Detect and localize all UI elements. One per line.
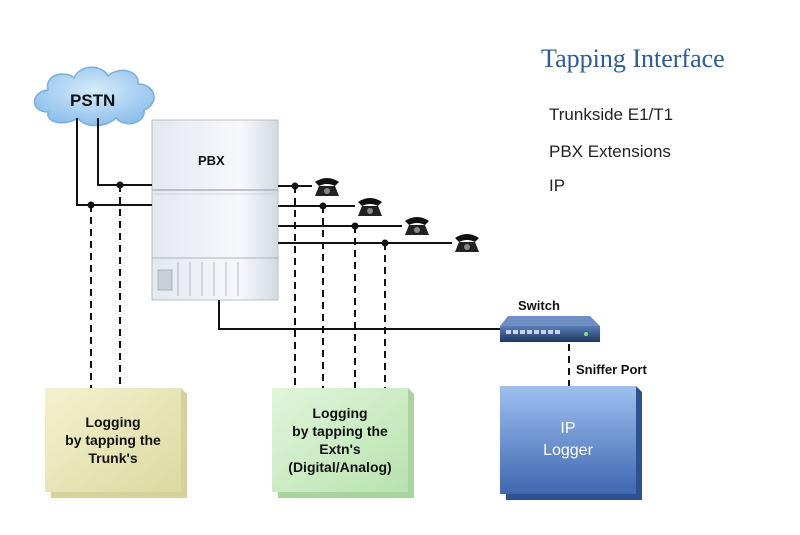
telephone-icon — [455, 234, 479, 252]
extn-logging-line: (Digital/Analog) — [288, 459, 392, 475]
pstn-cloud-icon — [33, 66, 155, 127]
page-title: Tapping Interface — [541, 44, 725, 73]
interface-item-pbx-extensions: PBX Extensions — [549, 142, 671, 161]
ip-logger-box: IP Logger — [500, 386, 636, 494]
trunk-logging-box: Logging by tapping the Trunk's — [45, 388, 181, 492]
trunk-lines — [76, 118, 152, 206]
extn-logging-box-shape — [272, 388, 414, 498]
pbx-switch-line — [218, 300, 500, 330]
ip-logger-box-shape — [500, 386, 642, 500]
trunk-logging-box-shape — [45, 388, 187, 498]
tapping-lines — [90, 185, 570, 388]
interface-item-trunkside: Trunkside E1/T1 — [549, 105, 674, 124]
telephone-icon — [315, 178, 339, 196]
interface-item-ip: IP — [549, 176, 566, 195]
telephone-icon — [358, 198, 382, 216]
extn-logging-box: Logging by tapping the Extn's (Digital/A… — [272, 388, 408, 492]
sniffer-port-label: Sniffer Port — [576, 362, 647, 377]
pbx-label: PBX — [198, 153, 225, 168]
network-switch-icon — [500, 316, 600, 342]
trunk-logging-line: Logging — [85, 414, 141, 430]
ip-logger-line: IP — [560, 420, 576, 437]
extn-logging-line: by tapping the — [292, 423, 388, 439]
telephone-icon — [405, 217, 429, 235]
trunk-logging-line: Trunk's — [88, 450, 138, 466]
extn-logging-line: Logging — [312, 405, 368, 421]
pbx-cabinet-icon — [151, 119, 279, 301]
pstn-label: PSTN — [70, 91, 116, 110]
ip-logger-line: Logger — [543, 442, 593, 459]
trunk-logging-line: by tapping the — [65, 432, 161, 448]
extn-logging-line: Extn's — [319, 441, 361, 457]
switch-label: Switch — [518, 298, 560, 313]
